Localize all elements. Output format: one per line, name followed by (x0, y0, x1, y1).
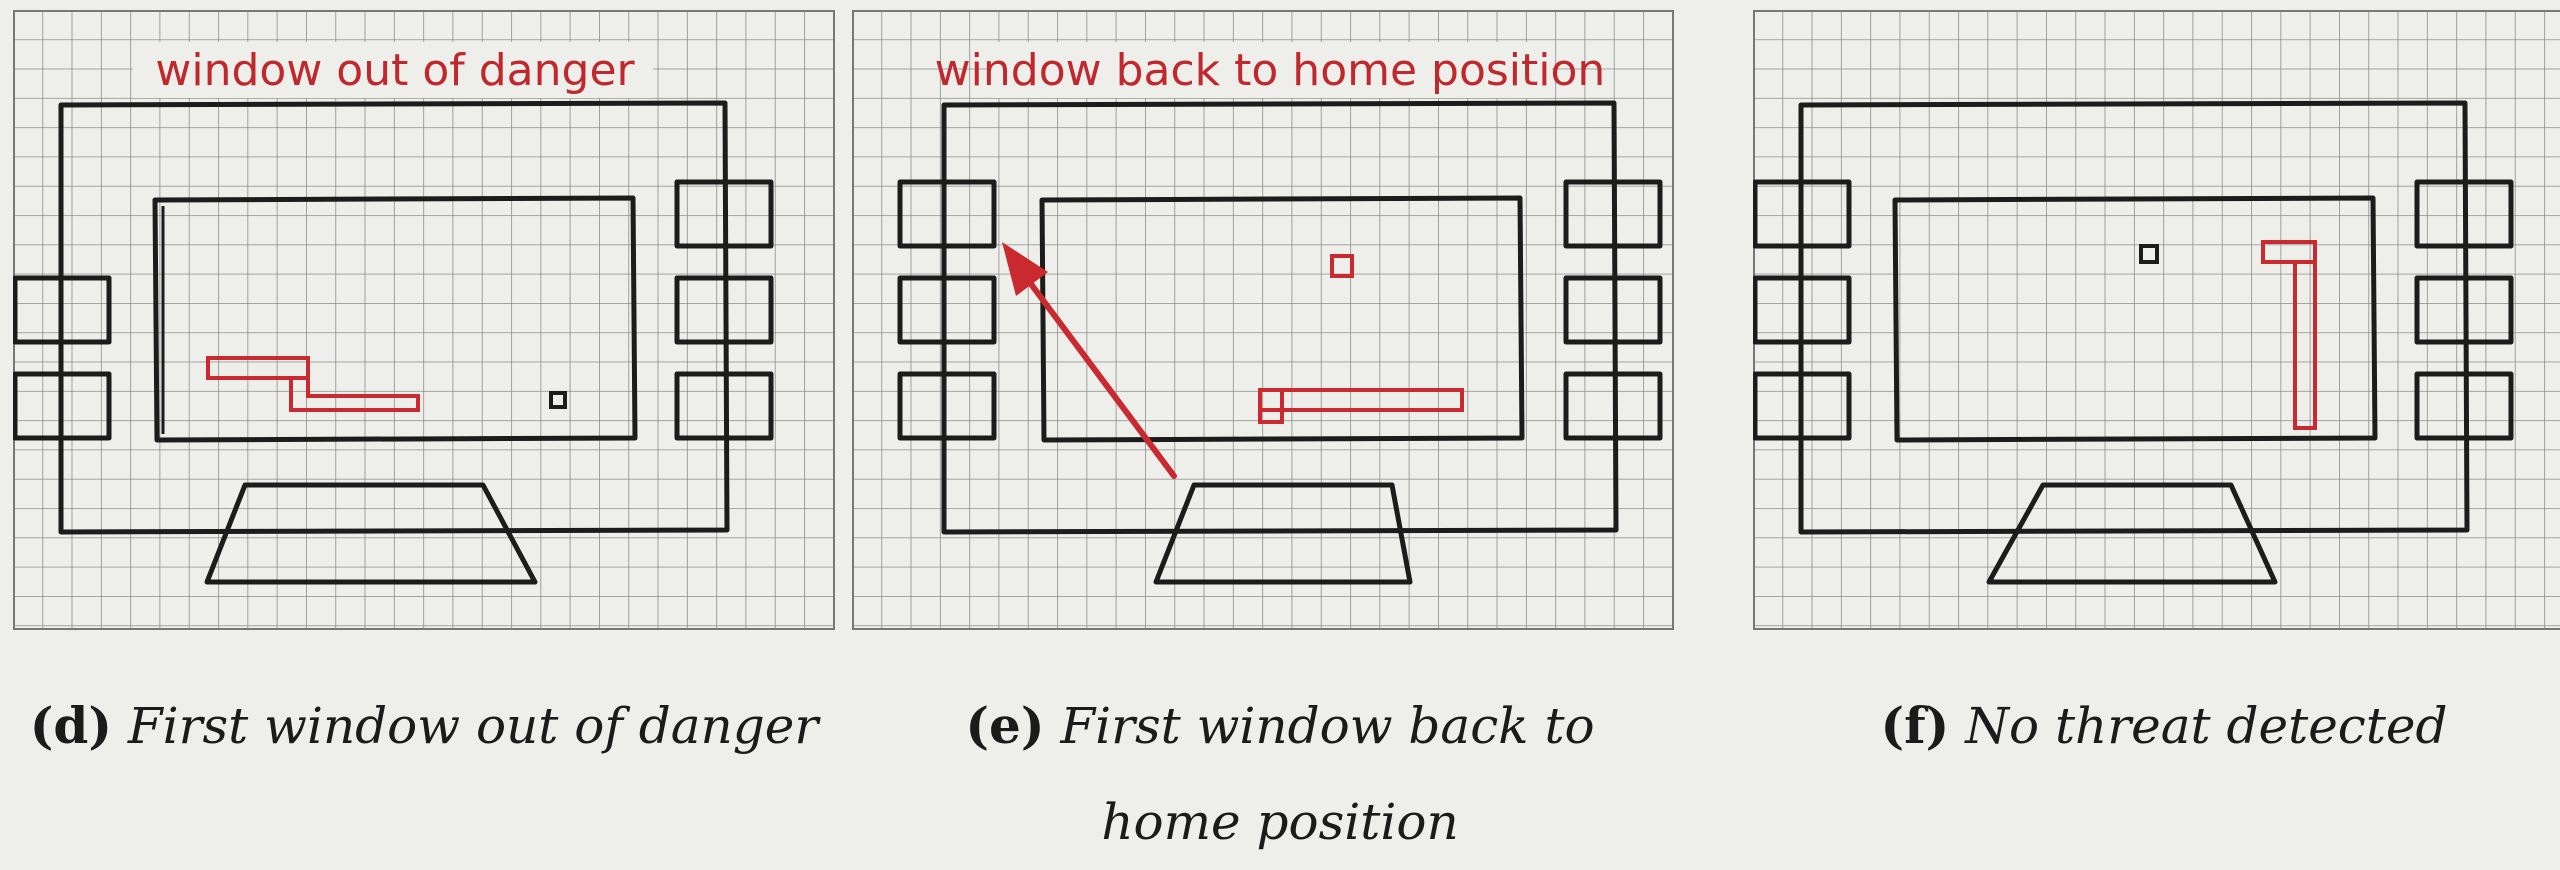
red-snake-segment (289, 376, 420, 412)
side-block (1753, 371, 1852, 441)
side-block (13, 275, 112, 345)
base-trapezoid (1986, 482, 2278, 585)
outer-frame (941, 100, 1619, 535)
caption-d: (d) First window out of danger (13, 678, 835, 774)
side-block (1753, 275, 1852, 345)
caption-f: (f) No threat detected (1753, 678, 2560, 774)
side-block (1563, 275, 1663, 345)
side-block (674, 275, 774, 345)
red-snake-segment (2293, 260, 2317, 430)
note-label: window back to home position (935, 45, 1606, 96)
outer-frame (1798, 100, 2470, 535)
target-marker (549, 391, 567, 409)
side-block (2414, 371, 2514, 441)
red-snake-segment (1258, 388, 1284, 424)
note-label: window out of danger (155, 45, 635, 96)
caption-text: First window back to home position (1060, 697, 1595, 851)
panel-f-sketch (1753, 10, 2560, 630)
caption-text: No threat detected (1965, 697, 2448, 755)
side-block (897, 371, 997, 441)
screen-rect (1039, 195, 1525, 443)
panel-e: window back to home position (852, 10, 1674, 630)
caption-letter: (e) (965, 696, 1045, 755)
grid-paper (13, 10, 835, 630)
arrow-head-icon (1002, 242, 1048, 296)
caption-letter: (d) (29, 696, 113, 755)
panel-e-sketch: window back to home position (852, 10, 1674, 630)
side-block (2414, 275, 2514, 345)
base-trapezoid (204, 482, 538, 585)
grid-paper (1753, 10, 2560, 630)
grid-paper (852, 10, 1674, 630)
target-marker (2139, 244, 2159, 264)
side-block (1563, 179, 1663, 249)
side-block (897, 179, 997, 249)
panel-d-sketch: window out of danger (13, 10, 835, 630)
side-block (2414, 179, 2514, 249)
side-block (674, 371, 774, 441)
side-block (1753, 179, 1852, 249)
screen-rect (1892, 195, 2378, 443)
side-block (1563, 371, 1663, 441)
base-trapezoid (1153, 482, 1413, 585)
side-block (13, 371, 112, 441)
note-backing (133, 42, 653, 98)
caption-text: First window out of danger (127, 697, 819, 755)
panel-d: window out of danger (13, 10, 835, 630)
outer-frame (58, 100, 730, 535)
side-block (674, 179, 774, 249)
red-arrow (1019, 269, 1177, 479)
screen-rect (152, 195, 638, 443)
caption-e: (e) First window back to home position (900, 678, 1660, 870)
red-marker (1330, 254, 1354, 278)
note-backing (992, 42, 1552, 98)
caption-letter: (f) (1880, 696, 1950, 755)
panel-f (1753, 10, 2560, 630)
side-block (897, 275, 997, 345)
